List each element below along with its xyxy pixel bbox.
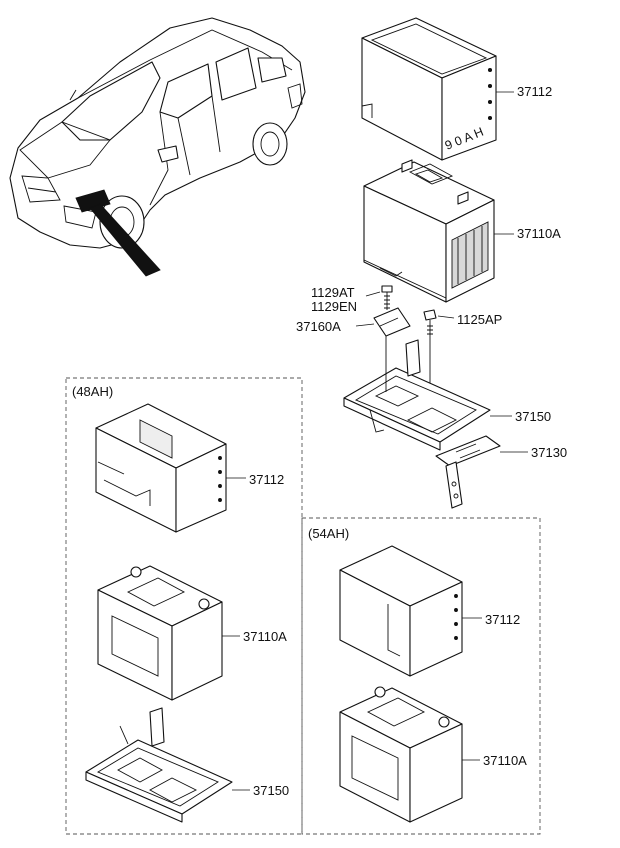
battery-37110a-main bbox=[363, 159, 495, 303]
leader-bolt-1125 bbox=[437, 315, 455, 319]
label-1125ap: 1125AP bbox=[457, 312, 502, 327]
battery-37110a-48ah bbox=[97, 565, 223, 701]
clamp-37160a bbox=[373, 307, 411, 360]
tray-37150-main bbox=[343, 339, 491, 451]
tray-37150-48ah bbox=[85, 707, 233, 823]
battery-case-37112-main: 9 0 A H bbox=[361, 17, 497, 161]
label-1129at: 1129AT bbox=[311, 285, 355, 300]
battery-case-37112-48ah bbox=[95, 403, 227, 533]
label-37112-main: 37112 bbox=[517, 84, 552, 99]
label-37160a: 37160A bbox=[296, 319, 341, 334]
bolt-1125ap bbox=[423, 309, 437, 400]
label-37112-54ah: 37112 bbox=[485, 612, 520, 627]
group-48ah-label: (48AH) bbox=[72, 384, 113, 399]
group-48ah-frame bbox=[65, 377, 303, 835]
group-54ah-frame bbox=[301, 517, 541, 835]
group-54ah-label: (54AH) bbox=[308, 526, 349, 541]
label-1129en: 1129EN bbox=[311, 299, 357, 314]
label-37110a-54ah: 37110A bbox=[483, 753, 527, 768]
leader-bolt-1129 bbox=[365, 291, 381, 297]
bolt-1129at bbox=[381, 285, 393, 310]
label-37110a-48ah: 37110A bbox=[243, 629, 287, 644]
vehicle-illustration bbox=[9, 17, 306, 277]
bracket-37130 bbox=[435, 435, 501, 509]
battery-case-37112-54ah bbox=[339, 545, 463, 677]
label-37112-48ah: 37112 bbox=[249, 472, 284, 487]
battery-37110a-54ah bbox=[339, 686, 463, 823]
label-37110a-main: 37110A bbox=[517, 226, 561, 241]
label-37150-48ah: 37150 bbox=[253, 783, 289, 798]
label-37150-main: 37150 bbox=[515, 409, 551, 424]
label-37130: 37130 bbox=[531, 445, 567, 460]
leader-clamp bbox=[355, 323, 375, 327]
